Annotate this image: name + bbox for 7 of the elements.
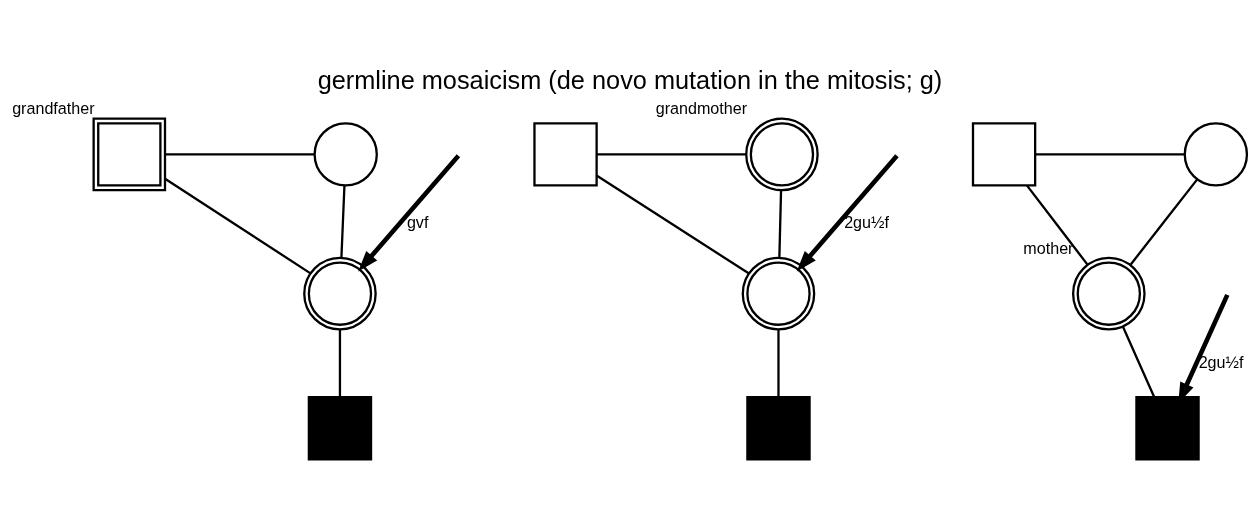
diagram-title: germline mosaicism (de novo mutation in the mitosis; g): [317, 65, 943, 94]
edge-label: gvf: [406, 212, 429, 231]
node-label: mother: [1023, 238, 1074, 257]
node-label: grandmother: [655, 98, 748, 117]
edge-label: 2gu½f: [844, 212, 889, 231]
edge-label: 2gu½f: [1198, 352, 1244, 371]
node-label: grandfather: [12, 98, 95, 117]
